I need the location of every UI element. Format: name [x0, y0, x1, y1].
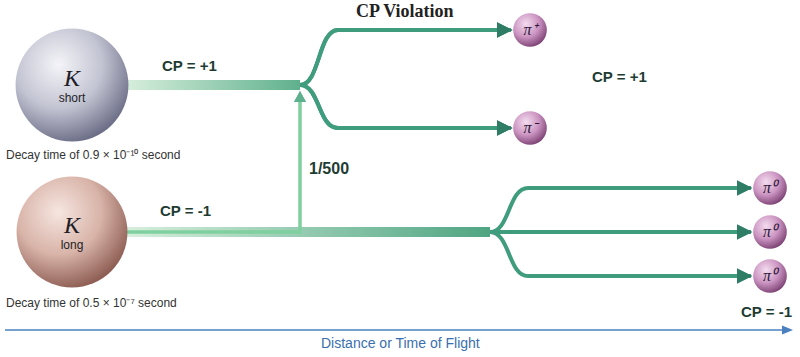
kaon-sphere: Klong	[16, 176, 128, 288]
particle-symbol: π⁰	[763, 223, 777, 241]
decay-arrow	[127, 85, 511, 232]
decay-arrow	[127, 188, 751, 232]
connector-line	[128, 80, 300, 90]
connector-line	[490, 230, 751, 234]
connector-line	[300, 30, 511, 85]
node-text: Kshort	[59, 65, 86, 106]
connector-line	[128, 80, 300, 90]
axis-line	[5, 329, 783, 331]
connector-line	[127, 97, 300, 232]
decay-arrow	[128, 85, 511, 128]
pion-sphere: π⁰	[753, 215, 787, 249]
connector-line	[300, 85, 511, 128]
particle-symbol: π⁺	[523, 21, 536, 39]
connector-arrowhead	[294, 91, 306, 102]
decay-note: Decay time of 0.5 × 10⁻⁷ second	[6, 294, 177, 311]
decay-arrow	[128, 30, 511, 85]
cp-label: CP = -1	[741, 303, 792, 320]
connector-line	[490, 188, 751, 232]
pion-sphere: π⁰	[753, 259, 787, 293]
sphere-fill	[17, 177, 128, 288]
node-text: Klong	[61, 212, 84, 253]
cp-label: CP = -1	[160, 202, 211, 219]
particle-symbol: K	[61, 212, 84, 238]
diagram-title: CP Violation	[356, 1, 454, 22]
sphere-fill	[16, 29, 129, 142]
ratio-label: 1/500	[309, 160, 349, 178]
axis-arrowhead	[782, 326, 793, 335]
decay-arrow	[127, 232, 751, 276]
sphere-fill	[753, 215, 787, 249]
axis-label: Distance or Time of Flight	[321, 335, 480, 351]
sphere-fill	[753, 259, 787, 293]
sphere-fill	[513, 111, 547, 145]
connector-line	[490, 232, 751, 276]
node-text: π⁰	[763, 267, 777, 285]
particle-name: long	[61, 238, 84, 253]
sphere-fill	[753, 171, 787, 205]
connector-line	[300, 30, 511, 85]
pion-sphere: π⁰	[753, 171, 787, 205]
decay-arrow	[127, 30, 511, 232]
decay-note: Decay time of 0.9 × 10⁻¹⁰ second	[6, 146, 180, 163]
cp-label: CP = +1	[592, 68, 647, 85]
pion-sphere: π⁻	[513, 111, 547, 145]
node-text: π⁺	[523, 21, 536, 39]
particle-symbol: K	[59, 65, 86, 91]
connector-line	[300, 85, 511, 128]
particle-symbol: π⁻	[523, 119, 536, 137]
kaon-sphere: Kshort	[15, 28, 129, 142]
sphere-fill	[513, 13, 547, 47]
pion-sphere: π⁺	[513, 13, 547, 47]
connector-arrowhead	[294, 91, 306, 102]
particle-symbol: π⁰	[763, 179, 777, 197]
node-text: π⁰	[763, 223, 777, 241]
connector-line	[127, 97, 300, 232]
particle-symbol: π⁰	[763, 267, 777, 285]
cp-label: CP = +1	[162, 57, 217, 74]
node-text: π⁰	[763, 179, 777, 197]
particle-name: short	[59, 91, 86, 106]
node-text: π⁻	[523, 119, 536, 137]
